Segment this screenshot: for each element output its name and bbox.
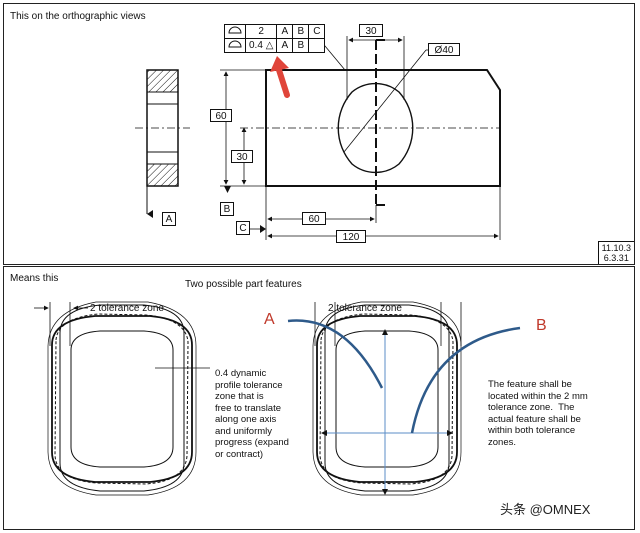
tol-zone-right-label: 2 tolerance zone [328, 303, 402, 314]
bottom-panel-subtitle: Two possible part features [185, 279, 302, 290]
front-view [220, 31, 501, 240]
fcf-datum-1b: B [292, 24, 310, 39]
dynamic-profile-triangle-icon: △ [265, 39, 274, 51]
fcf-datum-2b: B [292, 38, 310, 53]
measure-arrows [321, 329, 453, 495]
callout-a: A [264, 311, 275, 328]
fcf-datum-1c: C [308, 24, 326, 39]
red-arrow-icon [270, 56, 290, 98]
dim-30-mid: 30 [231, 150, 253, 163]
right-part-sketch [312, 301, 462, 496]
datum-b: B [220, 202, 234, 216]
feature-note: The feature shall be located within the … [488, 379, 588, 448]
side-view [135, 69, 190, 218]
datum-c: C [236, 221, 250, 235]
fcf-datum-1a: A [276, 24, 294, 39]
bottom-panel: Means this Two possible part features [3, 266, 635, 530]
dynamic-profile-note: 0.4 dynamic profile tolerance zone that … [215, 368, 289, 460]
feature-control-frame: 2 A B C 0.4 △ A B [224, 24, 326, 53]
profile-surface-icon [224, 24, 246, 39]
callout-b: B [536, 317, 547, 334]
top-panel-title: This on the orthographic views [10, 11, 146, 22]
dim-60-bottom: 60 [302, 212, 326, 225]
dim-60-left: 60 [210, 109, 232, 122]
fcf-tolerance-1: 2 [244, 24, 278, 39]
left-part-sketch [34, 301, 210, 496]
watermark: 头条 @OMNEX [500, 502, 591, 517]
profile-surface-icon [224, 38, 246, 53]
fcf-tolerance-2-value: 0.4 [249, 39, 263, 51]
dim-30-top: 30 [359, 24, 383, 37]
fcf-row-1: 2 A B C [224, 24, 326, 39]
fcf-tolerance-2: 0.4 △ [244, 38, 278, 53]
bottom-panel-title: Means this [10, 273, 59, 284]
fcf-datum-2a: A [276, 38, 294, 53]
tol-zone-left-label: 2 tolerance zone [90, 303, 164, 314]
dim-120: 120 [336, 230, 366, 243]
ref-number: 11.10.3 6.3.31 [597, 241, 634, 264]
ref-number-line-1: 11.10.3 [601, 243, 631, 253]
fcf-empty-cell [308, 38, 326, 53]
ref-number-line-2: 6.3.31 [603, 253, 629, 263]
fcf-row-2: 0.4 △ A B [224, 38, 326, 53]
callout-leaders [287, 319, 521, 434]
datum-a: A [162, 212, 176, 226]
dim-diameter-40: Ø40 [428, 43, 460, 56]
